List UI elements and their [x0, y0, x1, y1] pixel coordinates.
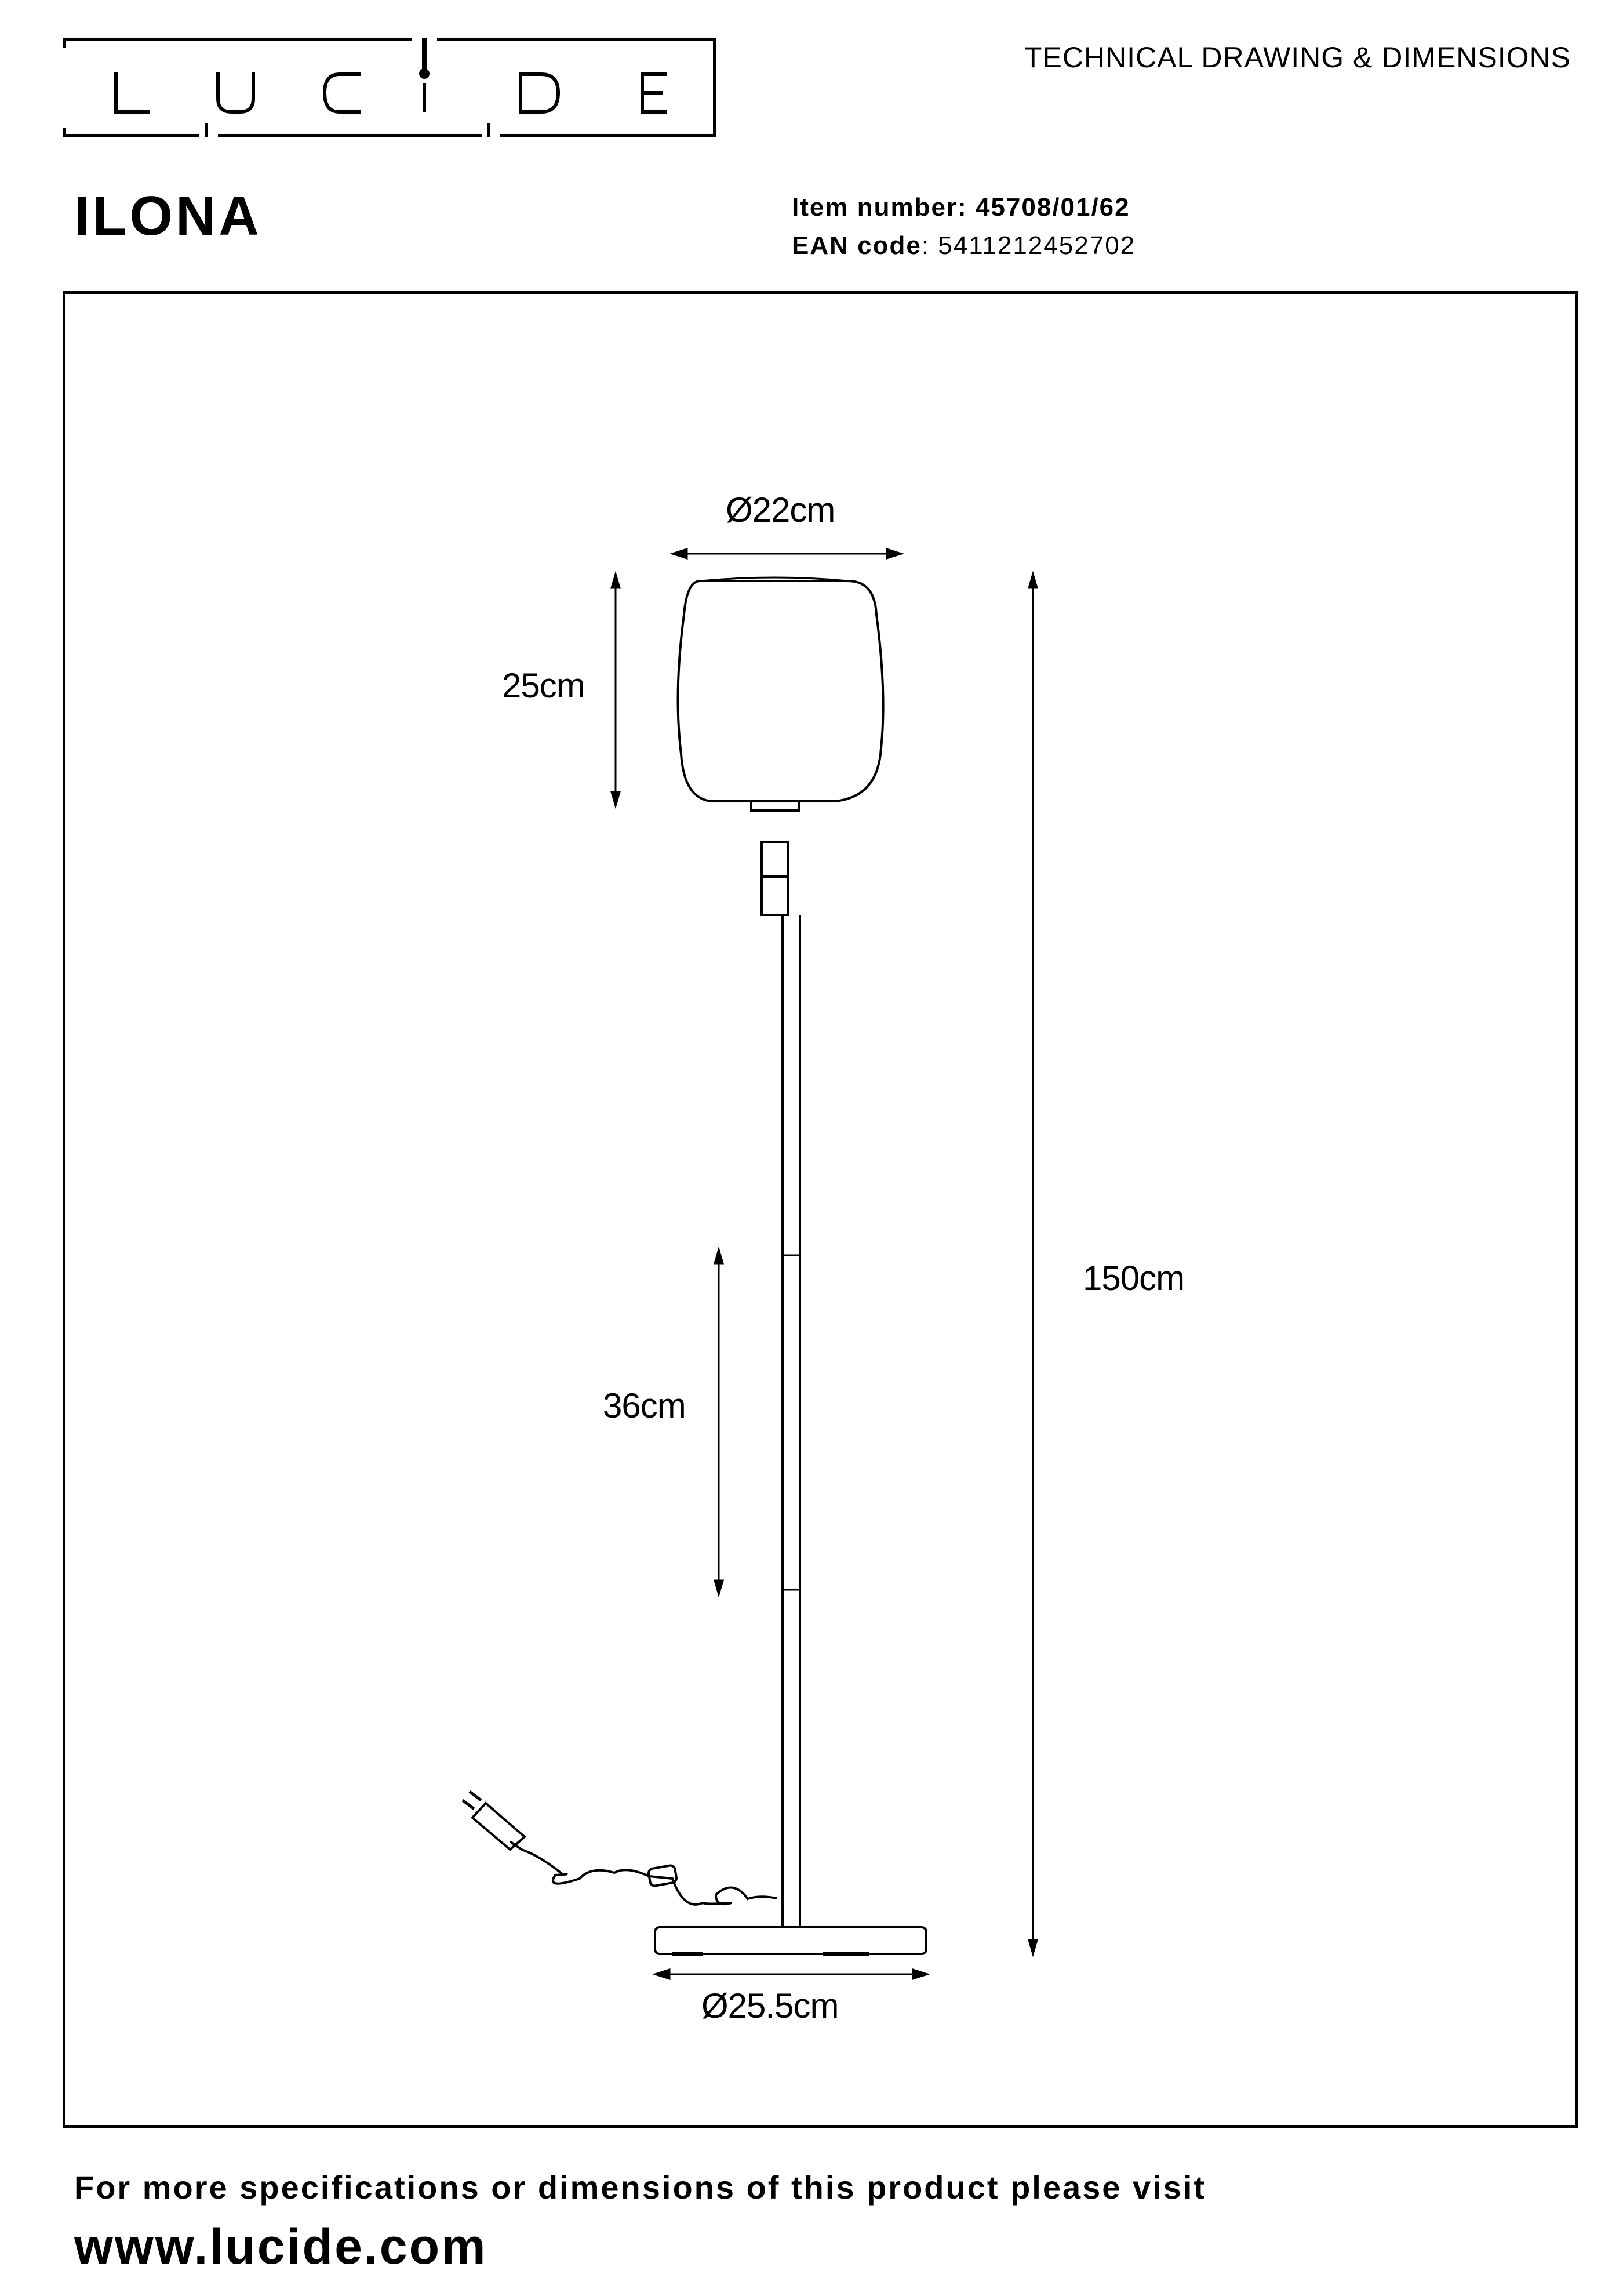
lucide-logo [63, 38, 716, 137]
shade-diameter-label: Ø22cm [726, 491, 835, 529]
lamp-shade [676, 580, 885, 802]
inline-switch [647, 1864, 678, 1887]
item-number-label: Item number: [792, 193, 967, 221]
total-height-label: 150cm [1083, 1259, 1185, 1298]
lamp-base [654, 1926, 927, 1955]
footer-text: For more specifications or dimensions of… [74, 2169, 1207, 2206]
base-diameter-label: Ø25.5cm [701, 1986, 839, 2025]
segment-length-label: 36cm [603, 1386, 686, 1425]
shade-height-label: 25cm [502, 666, 585, 705]
product-meta: Item number: 45708/01/62 EAN code: 54112… [792, 188, 1136, 265]
power-cable [509, 1840, 777, 1906]
product-name: ILONA [74, 185, 262, 247]
document-type-label: TECHNICAL DRAWING & DIMENSIONS [1024, 41, 1571, 74]
socket [760, 841, 789, 916]
drawing-frame [63, 291, 1578, 2128]
socket-cap [750, 800, 800, 812]
ean-value: : 5411212452702 [921, 231, 1136, 260]
website-link[interactable]: www.lucide.com [74, 2219, 487, 2275]
item-number-value: 45708/01/62 [975, 193, 1130, 221]
ean-row: EAN code: 5411212452702 [792, 227, 1136, 265]
ean-label: EAN code [792, 231, 922, 260]
item-number-row: Item number: 45708/01/62 [792, 188, 1136, 227]
plug [471, 1801, 527, 1851]
